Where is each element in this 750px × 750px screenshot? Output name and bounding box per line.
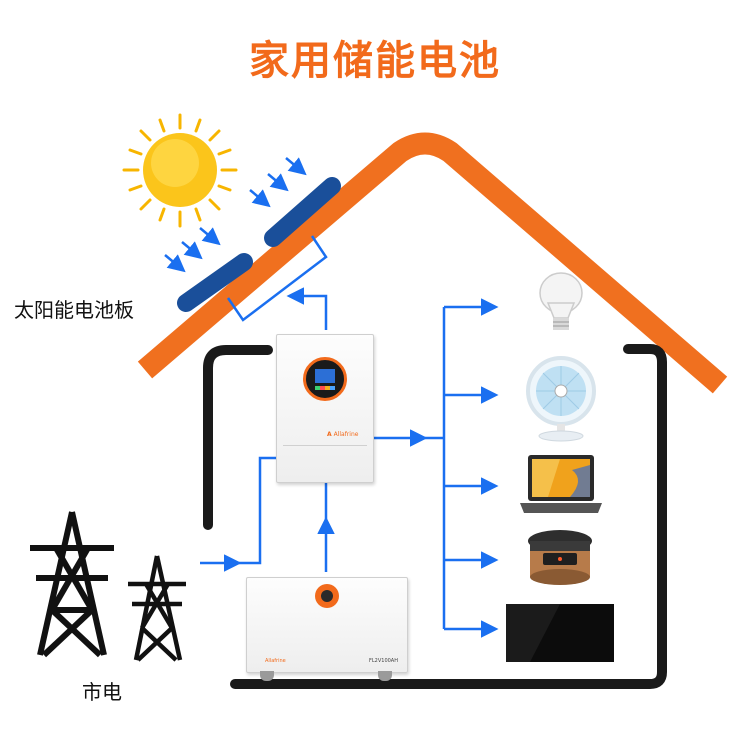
battery-wheel-right [378,671,392,681]
sunlight-arrows [164,157,307,273]
battery-brand-text: Allafrine [265,658,286,664]
battery-brand-logo: Allafrine [265,658,286,664]
inverter-brand-logo: A Allafrine [327,431,358,438]
laptop-icon [520,455,602,513]
page-title: 家用储能电池 [249,38,501,84]
energy-flow-lines [200,287,499,638]
sun-icon [122,113,238,228]
battery-model-label: FL2V100AH [369,658,398,664]
inverter-screen [315,369,335,383]
house-roof [137,132,728,394]
television-icon [506,604,614,662]
inverter-display-panel [303,357,347,401]
rice-cooker-icon [528,530,592,585]
battery-bms-display [315,584,339,608]
inverter-status-leds [315,386,335,390]
electric-fan-icon [526,356,596,442]
battery-wheel-left [260,671,274,681]
power-pylon-small-icon [128,555,186,662]
light-bulb-icon [539,272,583,330]
solar-panels [177,177,341,322]
battery-pack: Allafrine FL2V100AH [246,577,408,673]
inverter-divider [283,445,367,446]
grid-label: 市电 [82,680,122,704]
inverter-brand-mark: A [327,431,332,438]
solar-panel-label: 太阳能电池板 [14,298,134,322]
inverter-brand-text: Allafrine [333,431,359,438]
house-walls [203,344,667,689]
battery-display-face [321,590,333,602]
hybrid-inverter: A Allafrine [276,334,374,483]
power-pylon-large-icon [30,511,114,658]
